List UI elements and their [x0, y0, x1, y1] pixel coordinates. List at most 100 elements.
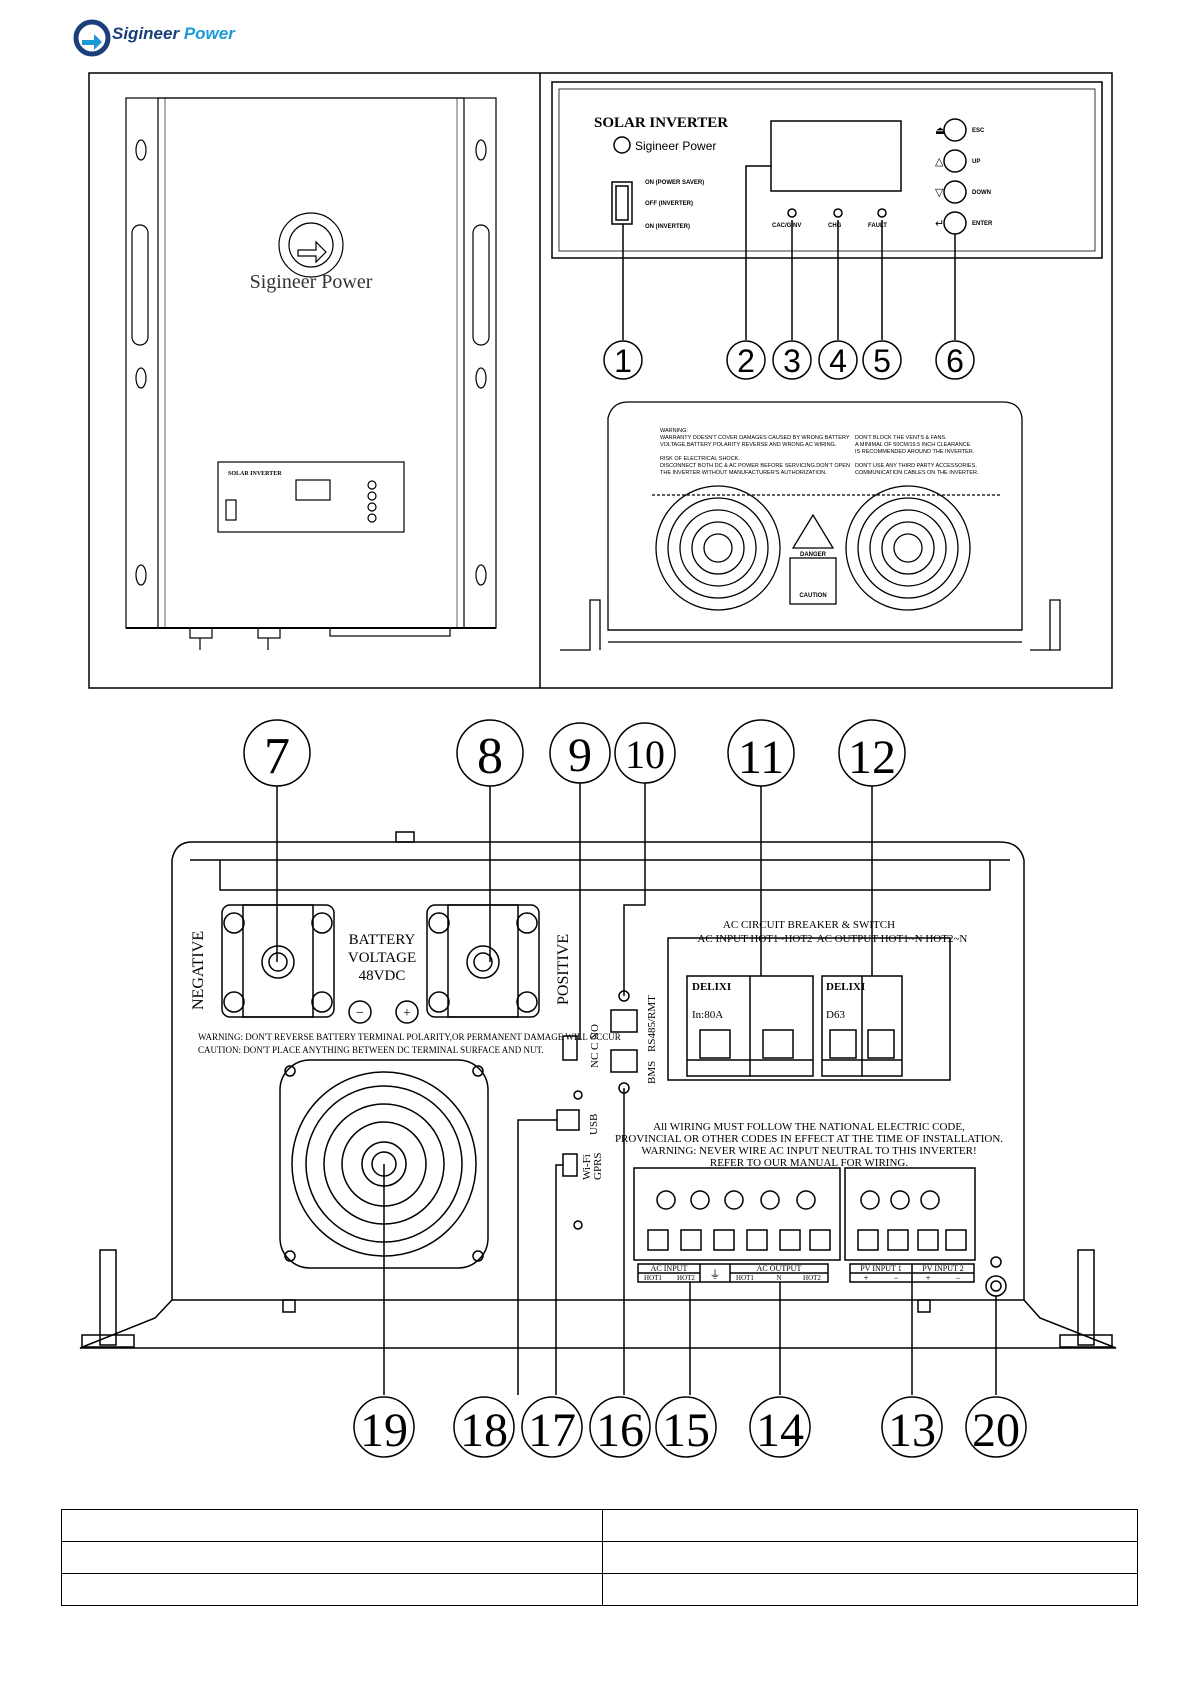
- plus-symbol-icon: +: [403, 1006, 411, 1021]
- callout-5: 5: [873, 343, 891, 379]
- front-brand-text: Sigineer Power: [250, 271, 373, 293]
- table-row: [61, 1509, 1138, 1542]
- brand-name-part1: Sigineer: [112, 24, 180, 43]
- battery-line-3: 48VDC: [359, 968, 406, 984]
- side-warning-right-3: IS RECOMMENDED AROUND THE INVERTER.: [855, 449, 975, 455]
- rear-panel: [79, 783, 1117, 1395]
- ac-output-hot2: HOT2: [803, 1274, 821, 1282]
- table-cell: [61, 1541, 603, 1574]
- pv2-minus: −: [955, 1273, 960, 1283]
- callout-15: 15: [662, 1404, 710, 1457]
- control-panel: [551, 81, 1103, 340]
- breaker2-brand: DELIXI: [826, 981, 865, 993]
- breaker-title: AC CIRCUIT BREAKER & SWITCH: [723, 919, 895, 931]
- table-cell: [602, 1573, 1138, 1606]
- front-mini-panel-title: SOLAR INVERTER: [228, 471, 282, 477]
- wiring-note-1: All WIRING MUST FOLLOW THE NATIONAL ELEC…: [653, 1121, 965, 1133]
- side-warning-left-4: RISK OF ELECTRICAL SHOCK.: [660, 456, 740, 462]
- down-arrow-icon: ▽: [935, 187, 944, 199]
- table-cell: [602, 1541, 1138, 1574]
- pv2-plus: +: [925, 1273, 930, 1283]
- gprs-label: GPRS: [592, 1152, 604, 1180]
- wifi-label: Wi-Fi: [581, 1154, 593, 1180]
- table-cell: [602, 1509, 1138, 1542]
- button-esc-label: ESC: [972, 128, 985, 134]
- led-label-3: FAULT: [868, 223, 887, 229]
- pv-input-2-label: PV INPUT 2: [922, 1264, 964, 1273]
- callout-7: 7: [264, 728, 290, 785]
- side-warning-right-1: DON'T BLOCK THE VENTS & FANS.: [855, 435, 947, 441]
- switch-label-1: ON (POWER SAVER): [645, 180, 704, 186]
- side-warning-left-1: WARNING:: [660, 428, 688, 434]
- rear-bottom-callouts: [353, 1396, 1027, 1458]
- ground-symbol-icon: ⏚: [710, 1268, 721, 1281]
- usb-label: USB: [588, 1114, 600, 1135]
- relay-label: NC C NO: [589, 1024, 601, 1068]
- wiring-note-2: PROVINCIAL OR OTHER CODES IN EFFECT AT T…: [615, 1133, 1003, 1145]
- callout-11: 11: [738, 731, 784, 784]
- callout-9: 9: [568, 729, 592, 782]
- callout-17: 17: [528, 1404, 576, 1457]
- ac-input-hot2: HOT2: [677, 1274, 695, 1282]
- side-warning-left-3: VOLTAGE,BATTERY POLARITY REVERSE AND WRO…: [660, 442, 837, 448]
- esc-arrow-icon: ⏏: [935, 125, 945, 137]
- rear-warning-line-2: CAUTION: DON'T PLACE ANYTHING BETWEEN DC…: [198, 1045, 544, 1055]
- wiring-note-3: WARNING: NEVER WIRE AC INPUT NEUTRAL TO …: [641, 1145, 976, 1157]
- callout-14: 14: [756, 1404, 804, 1457]
- enter-arrow-icon: ↵: [935, 218, 944, 230]
- minus-symbol-icon: −: [356, 1006, 364, 1021]
- spec-table: [61, 1509, 1138, 1606]
- battery-line-2: VOLTAGE: [348, 950, 416, 966]
- ac-output-label: AC OUTPUT: [757, 1264, 802, 1273]
- table-cell: [61, 1573, 603, 1606]
- side-warning-left-5: DISCONNECT BOTH DC & AC POWER BEFORE SER…: [660, 463, 850, 469]
- rs485-label: RS485/RMT: [646, 995, 658, 1052]
- panel-callouts: [603, 340, 975, 380]
- callout-18: 18: [460, 1404, 508, 1457]
- breaker1-brand: DELIXI: [692, 981, 731, 993]
- button-down-label: DOWN: [972, 190, 991, 196]
- sigineer-logo-icon: [73, 19, 111, 57]
- side-warning-left-6: THE INVERTER WITHOUT MANUFACTURER'S AUTH…: [660, 470, 827, 476]
- negative-label: NEGATIVE: [190, 931, 207, 1010]
- inverter-drawings: Sigineer Power SOLAR INVERTER SOLAR INVE…: [79, 72, 1117, 1458]
- panel-logo-icon: [613, 136, 631, 154]
- rear-warning-line-1: WARNING: DON'T REVERSE BATTERY TERMINAL …: [198, 1032, 621, 1042]
- callout-4: 4: [829, 343, 847, 379]
- table-cell: [61, 1509, 603, 1542]
- callout-3: 3: [783, 343, 801, 379]
- rear-top-callouts: [243, 719, 906, 787]
- callout-20: 20: [972, 1404, 1020, 1457]
- breaker2-rating: D63: [826, 1009, 845, 1021]
- side-view: [560, 401, 1061, 651]
- front-view: [125, 97, 497, 650]
- breaker-output-label: AC OUTPUT HOT1~N HOT2~N: [817, 933, 968, 945]
- callout-12: 12: [848, 731, 896, 784]
- table-row: [61, 1573, 1138, 1606]
- callout-2: 2: [737, 343, 755, 379]
- ac-input-hot1: HOT1: [644, 1274, 662, 1282]
- side-warning-left-2: WARRANTY DOESN'T COVER DAMAGES CAUSED BY…: [660, 435, 850, 441]
- callout-19: 19: [360, 1404, 408, 1457]
- caution-label: CAUTION: [799, 593, 826, 599]
- bms-label: BMS: [646, 1061, 658, 1084]
- pv1-plus: +: [863, 1273, 868, 1283]
- side-warning-right-4: DON'T USE ANY THIRD PARTY ACCESSORIES,: [855, 463, 977, 469]
- switch-label-3: ON (INVERTER): [645, 224, 690, 230]
- panel-title: SOLAR INVERTER: [594, 115, 728, 131]
- positive-label: POSITIVE: [555, 934, 572, 1005]
- led-label-2: CHG: [828, 223, 842, 229]
- brand-name-part2: Power: [183, 24, 235, 43]
- up-arrow-icon: △: [935, 156, 944, 168]
- switch-label-2: OFF (INVERTER): [645, 201, 693, 207]
- button-enter-label: ENTER: [972, 221, 993, 227]
- callout-6: 6: [946, 343, 964, 379]
- panel-brand: Sigineer Power: [635, 139, 716, 153]
- side-warning-right-2: A MINIMAL OF 50CM/19.5 INCH CLEARANCE: [855, 442, 971, 448]
- callout-1: 1: [614, 343, 632, 379]
- callout-10: 10: [625, 732, 665, 777]
- breaker1-rating: In:80A: [692, 1009, 723, 1021]
- battery-line-1: BATTERY: [349, 932, 416, 948]
- callout-8: 8: [477, 728, 503, 785]
- ac-output-hot1: HOT1: [736, 1274, 754, 1282]
